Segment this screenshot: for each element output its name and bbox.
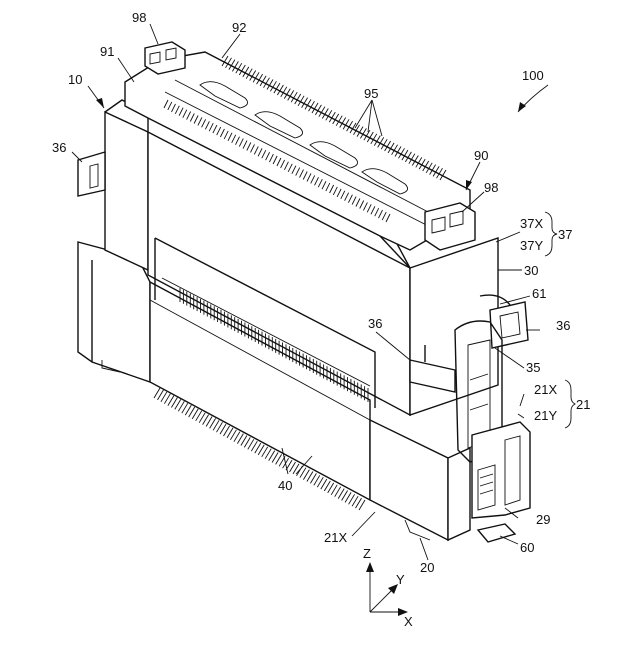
label-21: 21	[576, 397, 590, 412]
brace-37	[545, 212, 557, 256]
label-20: 20	[420, 560, 434, 575]
label-36-right: 36	[556, 318, 570, 333]
coordinate-axes: Z Y X	[363, 546, 413, 629]
label-36-middle: 36	[368, 316, 382, 331]
latch-21	[472, 422, 530, 518]
axis-z-label: Z	[363, 546, 371, 561]
label-98-top: 98	[132, 10, 146, 25]
label-29: 29	[536, 512, 550, 527]
label-21X-bottom: 21X	[324, 530, 347, 545]
label-37Y: 37Y	[520, 238, 543, 253]
label-37: 37	[558, 227, 572, 242]
label-40: 40	[278, 478, 292, 493]
label-35: 35	[526, 360, 540, 375]
bracket-36-left	[78, 152, 105, 196]
label-21X: 21X	[534, 382, 557, 397]
lug-98-lower	[425, 203, 475, 250]
label-36-left: 36	[52, 140, 66, 155]
label-60: 60	[520, 540, 534, 555]
axis-y-label: Y	[396, 572, 405, 587]
label-95: 95	[364, 86, 378, 101]
axis-x-label: X	[404, 614, 413, 629]
label-37X: 37X	[520, 216, 543, 231]
label-98-right: 98	[484, 180, 498, 195]
label-92: 92	[232, 20, 246, 35]
lug-98-upper	[145, 42, 185, 74]
label-90: 90	[474, 148, 488, 163]
label-91: 91	[100, 44, 114, 59]
label-21Y: 21Y	[534, 408, 557, 423]
label-10: 10	[68, 72, 82, 87]
label-61: 61	[532, 286, 546, 301]
label-100: 100	[522, 68, 544, 83]
brace-21	[565, 380, 575, 428]
bracket-36-right	[490, 302, 528, 348]
overall-ref-arrow	[518, 85, 548, 112]
label-30: 30	[524, 263, 538, 278]
foot-60	[478, 524, 515, 542]
